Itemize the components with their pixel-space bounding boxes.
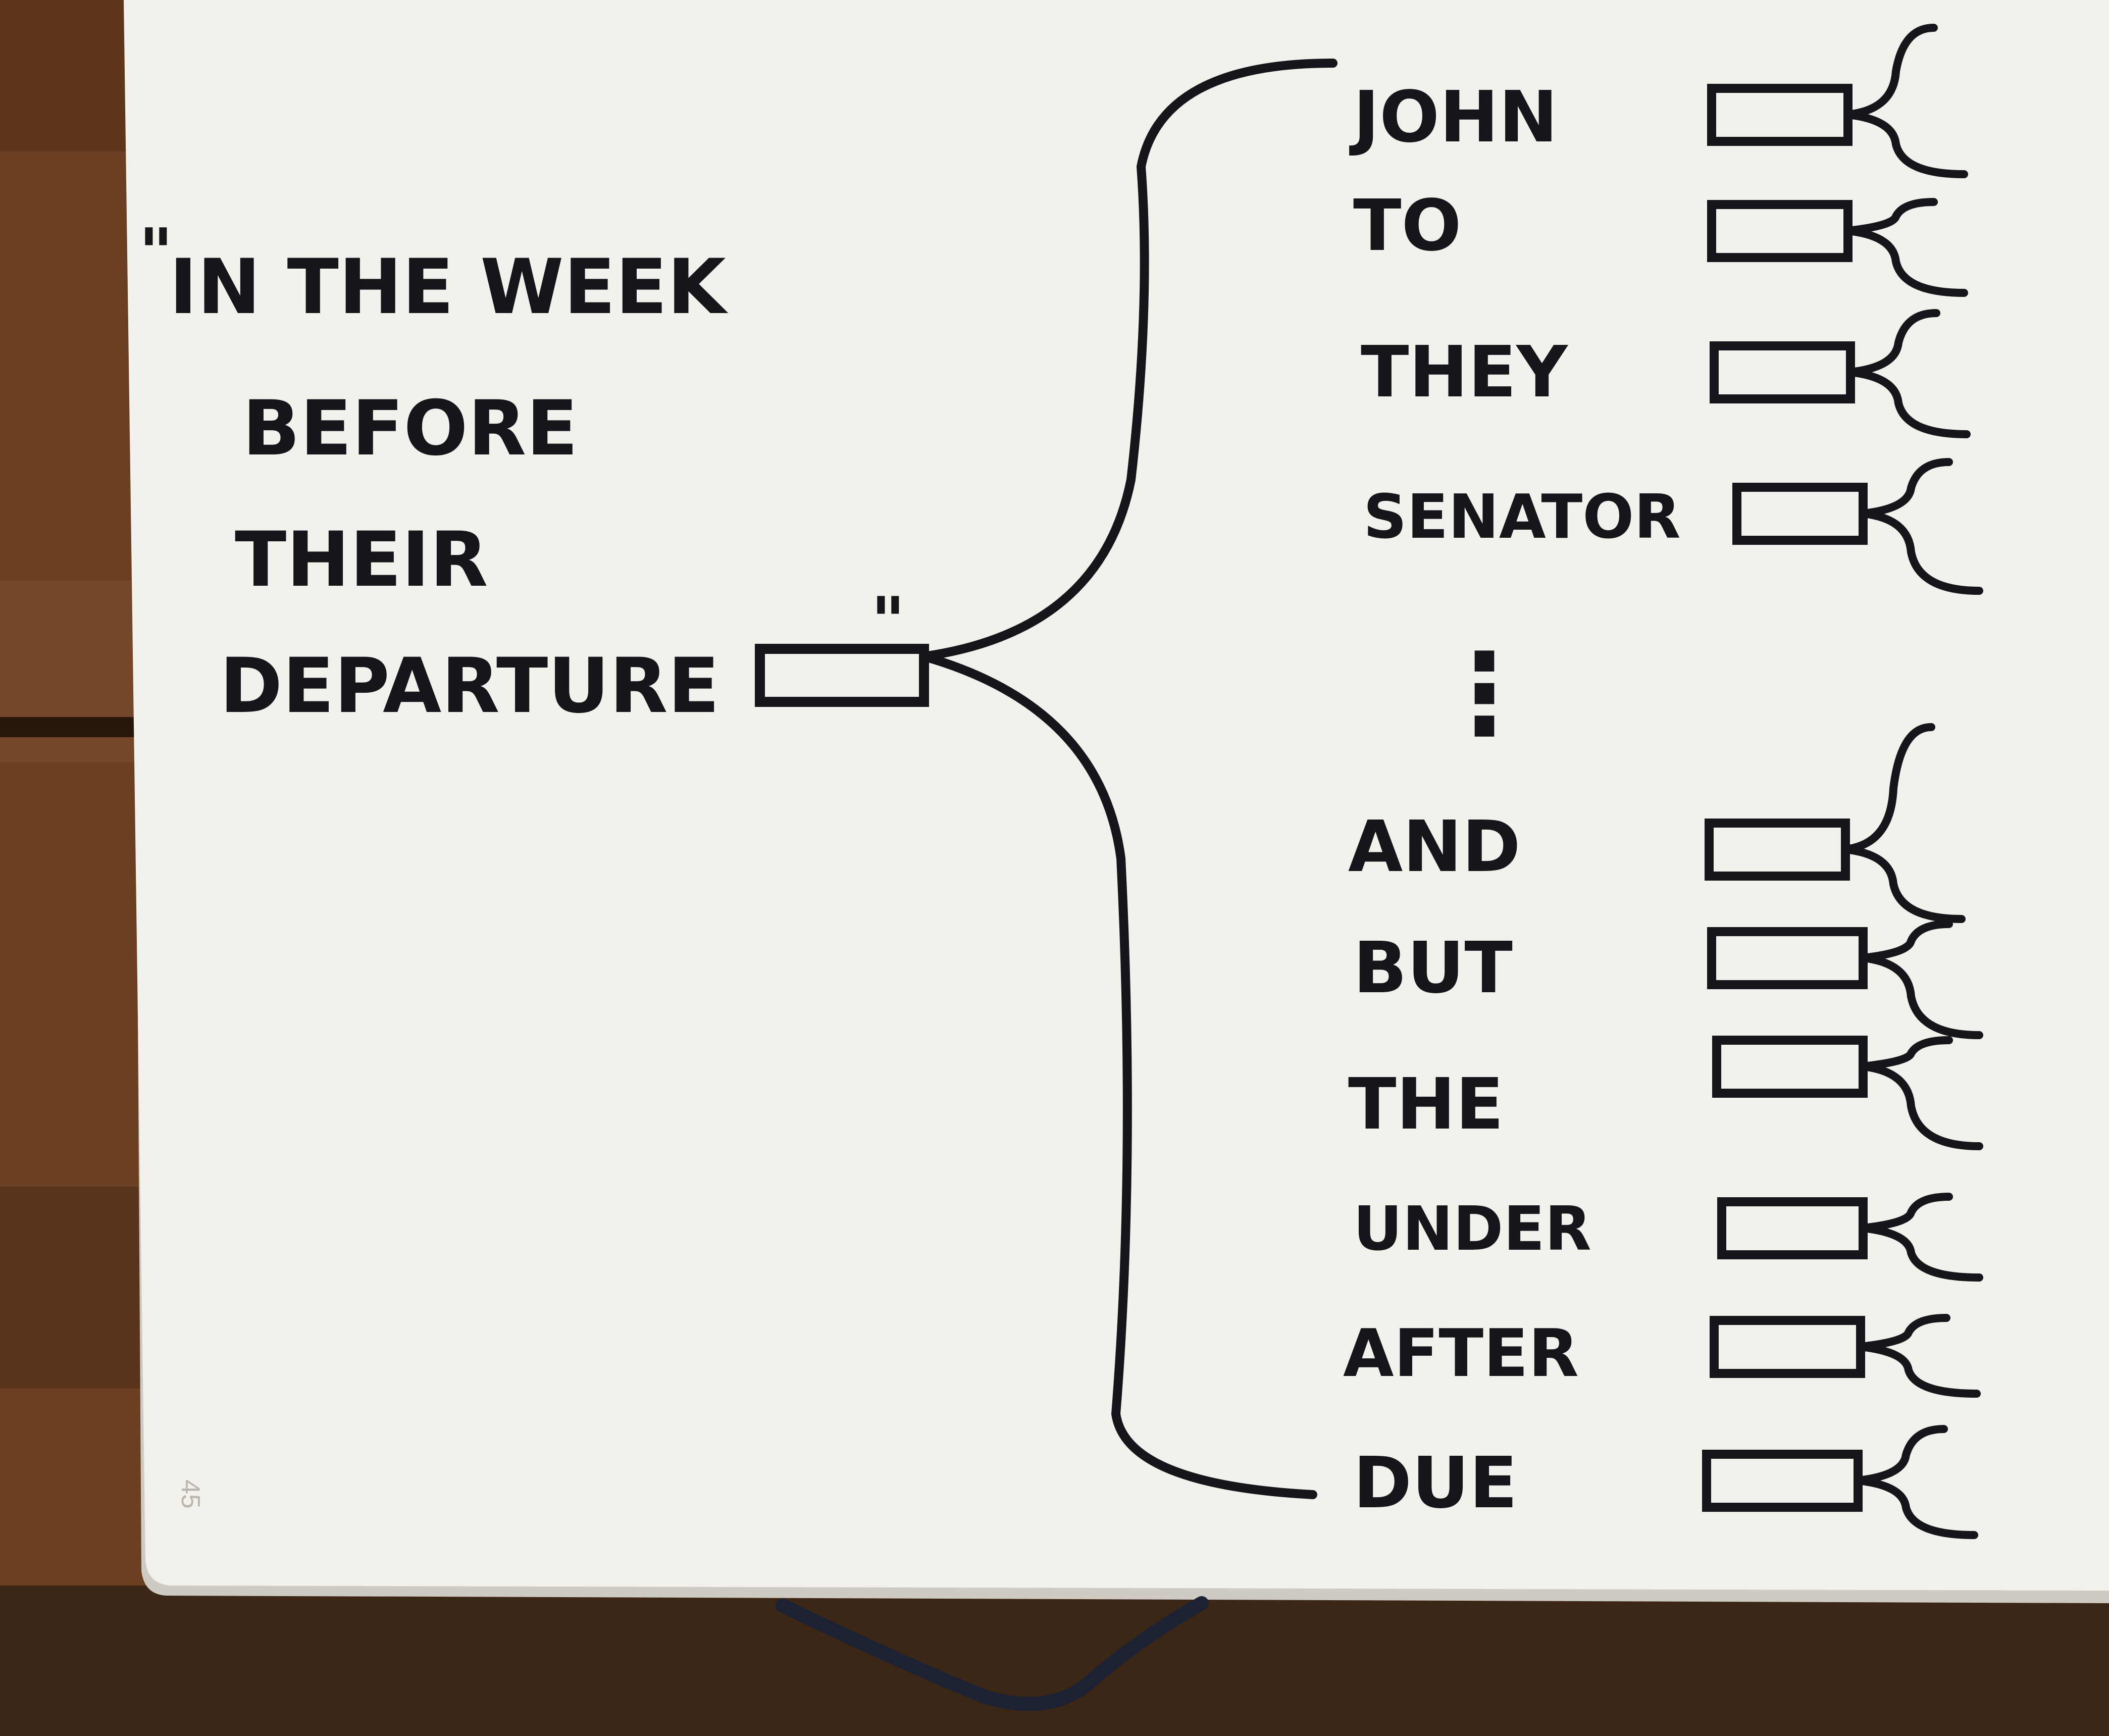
main-brace-lower xyxy=(919,652,1317,1499)
candidate-brace-10 xyxy=(1854,1425,1978,1539)
candidate-word-due: DUE xyxy=(1353,1442,1518,1524)
close-quote: " xyxy=(871,583,905,659)
candidate-word-after: AFTER xyxy=(1343,1315,1579,1392)
page-number: 45 xyxy=(176,1479,205,1509)
candidate-brace-5 xyxy=(1841,723,1966,923)
candidate-brace-6 xyxy=(1859,920,1983,1039)
prompt-line-4: DEPARTURE xyxy=(220,642,719,730)
elastic-band xyxy=(776,1596,1209,1711)
candidate-word-the: THE xyxy=(1348,1063,1504,1146)
candidate-word-john: JOHN xyxy=(1349,76,1558,159)
candidate-boxes xyxy=(1702,24,1983,1539)
blank-box xyxy=(755,644,929,707)
prompt-line-3: THEIR xyxy=(235,516,488,604)
candidate-word-to: TO xyxy=(1353,185,1462,267)
candidate-word-senator: SENATOR xyxy=(1363,482,1681,552)
candidate-brace-7 xyxy=(1859,1036,1983,1150)
candidate-word-but: BUT xyxy=(1353,927,1513,1009)
candidate-word-under: UNDER xyxy=(1353,1194,1591,1264)
prompt-line-2: BEFORE xyxy=(242,385,578,473)
open-quote: " xyxy=(139,214,173,291)
candidate-brace-4 xyxy=(1859,458,1983,595)
prompt-line-1: IN THE WEEK xyxy=(169,243,728,331)
candidate-word-and: AND xyxy=(1348,806,1521,888)
candidate-brace-9 xyxy=(1857,1314,1981,1398)
candidate-brace-2 xyxy=(1844,198,1968,297)
candidate-brace-8 xyxy=(1859,1193,1983,1282)
candidate-brace-3 xyxy=(1846,309,1971,438)
main-brace xyxy=(919,59,1338,661)
notebook-page xyxy=(124,0,2109,1603)
candidate-brace-1 xyxy=(1844,24,1968,178)
candidate-ellipsis: ⋮ xyxy=(1429,629,1540,758)
candidate-word-they: THEY xyxy=(1361,331,1568,414)
